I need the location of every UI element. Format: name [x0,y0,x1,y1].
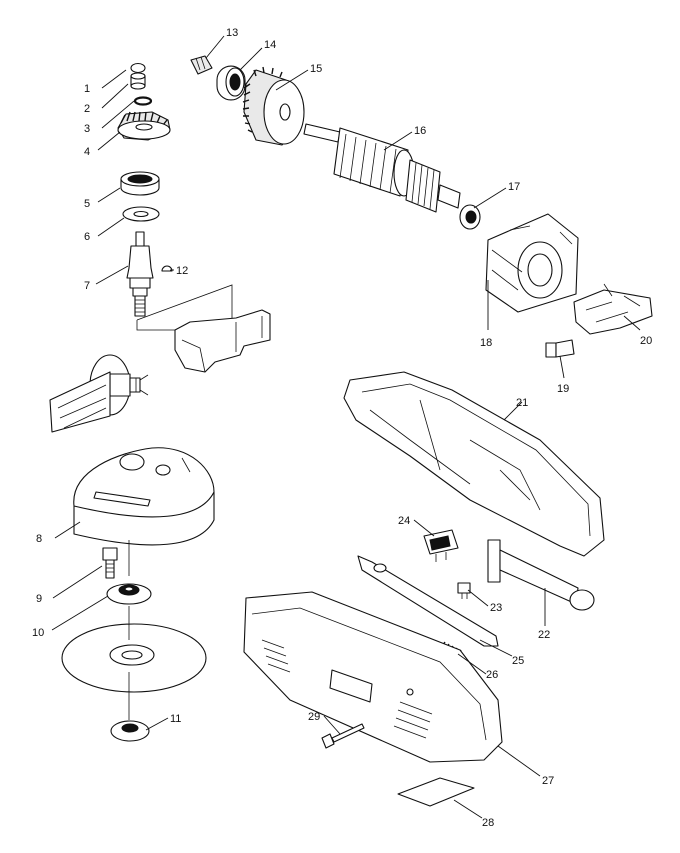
callout-6: 6 [84,231,90,243]
retaining-ring-icon [133,96,153,106]
callout-29: 29 [308,711,320,723]
callout-19: 19 [557,383,569,395]
callout-7: 7 [84,280,90,292]
name-plate-icon [397,777,475,807]
rubber-ring-icon [190,55,213,75]
hex-bolt-icon [102,547,118,579]
spiral-bevel-gear-icon [117,111,171,141]
ball-bearing-icon [459,204,481,230]
switch-lever-icon [357,555,499,647]
callout-2: 2 [84,103,90,115]
leader-lines [51,35,641,819]
tapping-screw-icon [321,723,365,749]
callout-27: 27 [542,775,554,787]
callout-23: 23 [490,602,502,614]
callout-4: 4 [84,146,90,158]
callout-12: 12 [176,265,188,277]
callout-20: 20 [640,335,652,347]
callout-14: 14 [264,39,276,51]
callout-5: 5 [84,198,90,210]
switch-icon [423,529,459,562]
callout-16: 16 [414,125,426,137]
callout-3: 3 [84,123,90,135]
callout-17: 17 [508,181,520,193]
callout-21: 21 [516,397,528,409]
inner-flange-icon [106,583,152,605]
ball-bearing-icon [216,65,246,101]
callout-10: 10 [32,627,44,639]
woodruff-key-icon [161,265,173,272]
callout-18: 18 [480,337,492,349]
needle-bearing-icon [130,72,146,90]
brush-holder-icon [573,283,653,335]
guard-clamp-bracket-icon [136,284,271,373]
callout-25: 25 [512,655,524,667]
motor-housing-icon [343,371,605,557]
rear-cover-icon [243,591,503,763]
field-icon [485,213,579,313]
callout-24: 24 [398,515,410,527]
armature-icon [303,123,461,213]
callout-28: 28 [482,817,494,829]
callout-9: 9 [36,593,42,605]
gear-housing-icon [49,354,149,433]
callout-22: 22 [538,629,550,641]
wheel-guard-icon [73,447,215,546]
lock-nut-icon [110,720,150,742]
ball-bearing-icon [120,171,160,196]
callout-8: 8 [36,533,42,545]
callout-26: 26 [486,669,498,681]
side-grip-icon [487,539,595,611]
callout-15: 15 [310,63,322,75]
callout-1: 1 [84,83,90,95]
washer-icon [122,206,160,222]
carbon-brush-icon [545,339,575,358]
cap-icon [130,62,146,74]
grinding-wheel-icon [61,623,207,693]
callout-labels: 1 2 3 4 5 6 7 8 9 10 11 12 13 14 15 16 1… [32,27,652,829]
spiral-bevel-gear-icon [242,66,305,146]
callout-13: 13 [226,27,238,39]
spindle-icon [126,231,154,317]
callout-11: 11 [170,713,181,725]
terminal-icon [457,582,471,599]
